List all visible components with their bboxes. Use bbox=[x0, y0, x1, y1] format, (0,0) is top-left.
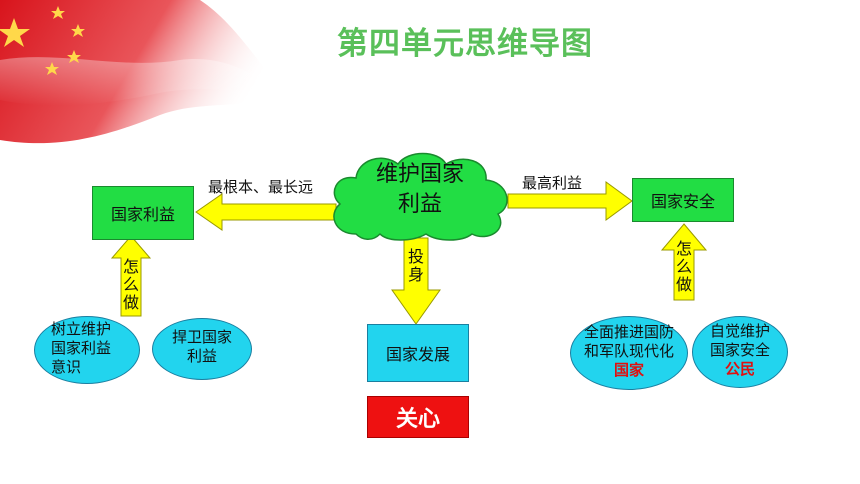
arrow-left-label: 最根本、最长远 bbox=[208, 178, 314, 196]
node-national-security: 国家安全 bbox=[632, 178, 734, 222]
arrow-down bbox=[391, 237, 441, 325]
ellipse-defend-interest: 捍卫国家 利益 bbox=[152, 318, 252, 380]
cloud-shape bbox=[333, 152, 508, 241]
node-national-security-label: 国家安全 bbox=[650, 192, 715, 211]
arrow-left bbox=[195, 193, 337, 231]
emph-citizens: 公民 bbox=[724, 360, 755, 378]
arrow-up-right-label: 怎 么 做 bbox=[675, 239, 692, 294]
center-node: 维护国家 利益 bbox=[326, 160, 514, 220]
care-box: 关心 bbox=[367, 396, 469, 438]
arrow-up-left-label: 怎 么 做 bbox=[122, 257, 139, 312]
page-title: 第四单元思维导图 bbox=[337, 26, 593, 62]
arrow-down-label: 投 身 bbox=[407, 247, 424, 284]
ellipse-establish-awareness: 树立维护 国家利益 意识 bbox=[34, 316, 140, 384]
care-box-label: 关心 bbox=[395, 407, 440, 432]
ellipse-citizens-security: 自觉维护 国家安全 公民 bbox=[692, 316, 788, 388]
emph-country: 国家 bbox=[613, 361, 644, 379]
node-national-interest-label: 国家利益 bbox=[110, 205, 175, 224]
ellipse-modernize-defense: 全面推进国防 和军队现代化 国家 bbox=[570, 316, 688, 390]
node-national-development-label: 国家发展 bbox=[385, 345, 450, 364]
arrow-up-left bbox=[110, 235, 152, 317]
center-line-2: 利益 bbox=[397, 192, 442, 217]
arrow-right-label: 最高利益 bbox=[522, 174, 583, 192]
center-line-1: 维护国家 bbox=[375, 162, 464, 187]
arrow-right bbox=[507, 181, 633, 221]
node-national-development: 国家发展 bbox=[367, 324, 469, 382]
node-national-interest: 国家利益 bbox=[92, 186, 194, 240]
flag-decoration bbox=[0, 0, 285, 144]
arrow-up-right bbox=[660, 223, 708, 301]
